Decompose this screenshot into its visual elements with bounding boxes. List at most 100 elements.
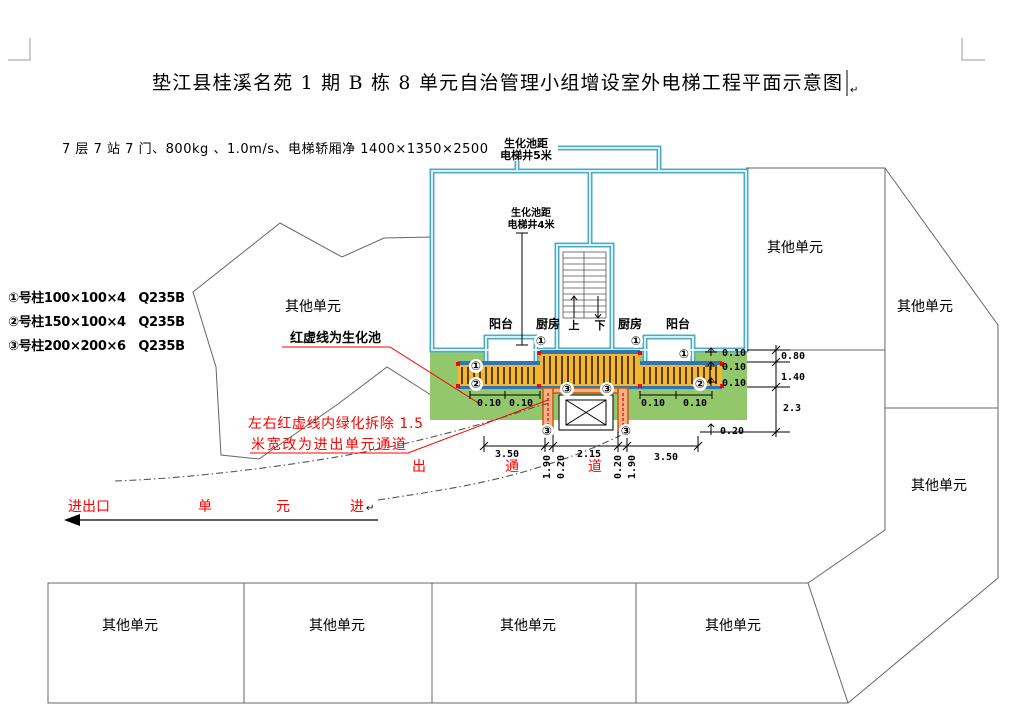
other-unit-label: 其他单元 — [911, 478, 967, 494]
other-unit-label: 其他单元 — [500, 618, 556, 634]
marker-bg — [540, 424, 554, 438]
walkway-edge-right — [640, 361, 722, 365]
column-marker: ② — [693, 377, 707, 391]
marker-bg — [469, 377, 483, 391]
crop-mark-top-right — [961, 38, 985, 61]
dim-label-vertical: 0.20 — [613, 455, 624, 479]
elevator-spec[interactable]: 7 层 7 站 7 门、800kg 、1.0m/s、电梯轿厢净 1400×135… — [62, 142, 488, 157]
far-right-units-outline — [807, 167, 999, 704]
column-marker: ① — [677, 347, 691, 361]
dim-label: 0.10 — [722, 362, 746, 373]
column-marker: ① — [469, 359, 483, 373]
room-label-balcony: 阳台 — [666, 316, 690, 331]
septic-note-top-line2: 电梯井5米 — [500, 148, 553, 162]
other-unit-label: 其他单元 — [285, 299, 341, 315]
elevator — [542, 387, 629, 433]
dim-label: 0.10 — [722, 378, 746, 389]
greening-note-line1: 左右红虚线内绿化拆除 1.5 — [248, 416, 423, 432]
passage-char: 出 — [412, 459, 426, 475]
dimensions-right: 0.10 0.10 0.10 0.80 1.40 2.3 0.20 — [700, 345, 805, 437]
elevator-top-beam — [552, 387, 619, 394]
room-label-kitchen: 厨房 — [536, 316, 560, 331]
top-right-unit-outline — [746, 167, 886, 351]
marker-bg — [693, 377, 707, 391]
page-title[interactable]: 垫江县桂溪名苑 1 期 B 栋 8 单元自治管理小组增设室外电梯工程平面示意图 — [152, 72, 842, 94]
column-point — [720, 384, 724, 388]
septic-distance-dim-line — [516, 232, 528, 346]
entrance-word: 单 — [198, 499, 212, 515]
dim-label: 0.10 — [641, 398, 665, 409]
column-marker: ③ — [560, 382, 574, 396]
marker-bg — [469, 359, 483, 373]
dim-label-vertical: 0.20 — [556, 455, 567, 479]
column-point — [456, 362, 460, 366]
marker-bg — [619, 424, 633, 438]
dimensions-bottom: 3.50 2.15 3.50 1.90 0.20 0.20 1.90 — [479, 432, 703, 479]
walkway-edge-middle — [540, 350, 640, 354]
entrance-word: 进 — [350, 499, 364, 515]
marker-label: ② — [695, 377, 705, 391]
dim-label-vertical: 1.90 — [627, 455, 638, 479]
main-building — [429, 145, 749, 367]
paragraph-mark: ↵ — [366, 503, 374, 514]
stair-up-label: 上 — [569, 318, 580, 332]
column-markers: ① ② ① ① ① ② ③ ③ ③ ③ — [469, 334, 707, 438]
stairwell-wall — [554, 242, 615, 353]
room-label-balcony: 阳台 — [489, 316, 513, 331]
dim-label: 3.50 — [654, 452, 678, 463]
other-unit-label: 其他单元 — [309, 618, 365, 634]
dim-label: 0.10 — [477, 398, 501, 409]
marker-bg — [600, 382, 614, 396]
elevator-cross — [565, 399, 607, 426]
column-marker: ② — [469, 377, 483, 391]
legend-pointer-line — [282, 346, 481, 405]
septic-note-mid-line2: 电梯井4米 — [508, 218, 556, 231]
greening-note-line2: 米宽改为进出单元通道 — [251, 436, 406, 453]
marker-bg — [560, 382, 574, 396]
marker-bg — [629, 334, 643, 348]
dim-label: 1.40 — [781, 372, 805, 383]
walkway-gap-dim-lines — [469, 391, 713, 399]
column-point — [638, 384, 642, 388]
dim-label: 2.3 — [783, 403, 801, 414]
route-line-upper — [114, 402, 551, 482]
marker-bg — [534, 334, 548, 348]
entrance-label: 进出口 — [68, 499, 110, 515]
column-point — [638, 351, 642, 355]
right-dim-ticks — [771, 345, 781, 437]
septic-note-top-bg — [494, 136, 558, 161]
marker-bg — [677, 347, 691, 361]
other-unit-label: 其他单元 — [897, 299, 953, 315]
stair-down-label: 下 — [595, 319, 606, 332]
marker-label: ① — [679, 347, 689, 361]
column-spec-1: ①号柱100×100×4 Q235B — [8, 290, 185, 306]
other-unit-label: 其他单元 — [102, 618, 158, 634]
septic-note-mid-line1: 生化池距 — [511, 206, 551, 219]
dim-label: 3.50 — [495, 449, 519, 460]
dimensions-walkway: 0.10 0.10 0.10 0.10 — [469, 391, 713, 409]
right-extension-lines — [700, 345, 790, 437]
column-marker: ① — [629, 334, 643, 348]
passage-char: 通 — [505, 459, 519, 475]
dim-label: 2.15 — [577, 449, 601, 460]
stair — [562, 251, 607, 319]
bottom-dim-line — [479, 432, 703, 452]
column-point — [720, 362, 724, 366]
walkway-deck-middle — [540, 354, 640, 386]
marker-label: ② — [471, 377, 481, 391]
column-marker: ① — [534, 334, 548, 348]
right-small-arrows-icon — [705, 347, 717, 435]
marker-label: ① — [536, 334, 546, 348]
route-line-lower — [377, 432, 627, 501]
site-plan-diagram[interactable]: 0.10 0.10 0.10 0.80 1.40 2.3 0.20 0.10 0… — [8, 136, 999, 704]
stair-flight — [562, 251, 607, 319]
other-unit-label: 其他单元 — [767, 240, 823, 256]
stair-arrow-icon — [570, 295, 602, 319]
dim-label: 0.20 — [720, 426, 744, 437]
elevator-car — [565, 399, 607, 426]
column-marker: ③ — [540, 424, 554, 438]
marker-label: ③ — [602, 382, 612, 396]
surrounding-units — [47, 167, 999, 704]
red-dash-legend: 红虚线为生化池 — [290, 330, 381, 346]
